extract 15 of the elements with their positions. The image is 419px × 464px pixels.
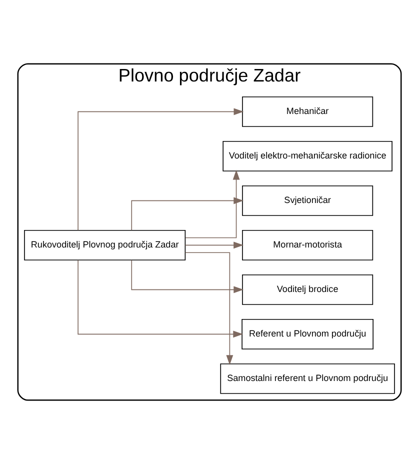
node-box: Voditelj brodice [242,274,374,305]
arrow [184,242,244,249]
arrow [78,108,244,231]
node-box: Svjetioničar [242,185,374,216]
arrow [184,252,234,365]
arrow [131,197,244,231]
node-box: Referent u Plovnom području [242,318,374,350]
node-box: Mornar-motorista [242,230,374,260]
node-box: Voditelj elektro-mehaničarske radionice [222,140,392,172]
arrow [185,170,240,238]
node-box: Mehaničar [242,96,374,127]
node-box: Samostalni referent u Plovnom području [220,363,395,394]
arrow [131,260,244,294]
arrow [78,260,244,338]
node-box: Rukovoditelj Plovnog područja Zadar [24,230,186,260]
